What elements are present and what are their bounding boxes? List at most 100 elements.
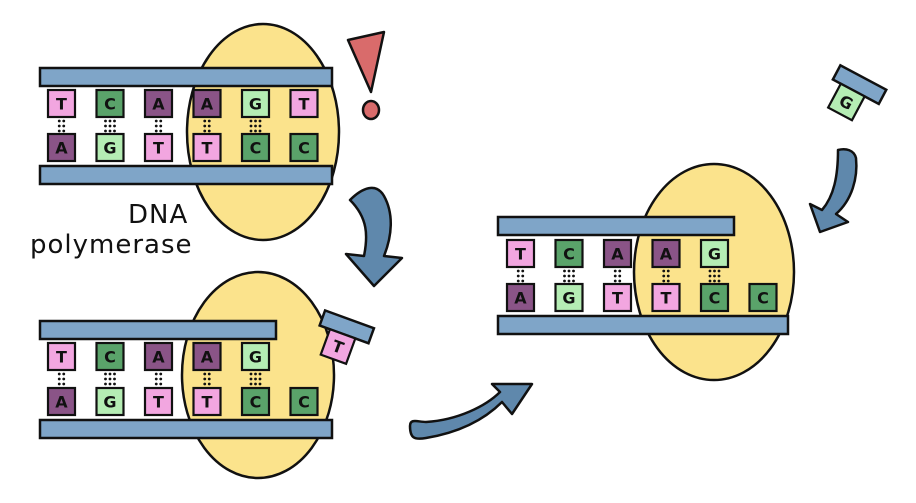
nucleotide-letter: T <box>202 139 213 158</box>
hydrogen-bond-dot <box>57 129 61 133</box>
nucleotide-box <box>826 82 867 122</box>
nucleotide-letter: C <box>563 245 575 264</box>
incoming-free-nucleotide: G <box>826 63 888 122</box>
base-pair-bond <box>154 119 163 133</box>
nucleotide-letter: C <box>709 289 721 308</box>
nucleotide-letter: A <box>201 348 214 367</box>
nucleotide-box <box>143 88 174 119</box>
hydrogen-bond-dot <box>104 119 107 123</box>
nucleotide-letter: C <box>104 348 116 367</box>
hydrogen-bond-dot <box>249 382 253 386</box>
nucleotide-letter: C <box>104 95 116 114</box>
nucleotide-box <box>748 282 778 313</box>
bottom-strand-nucleotide: T <box>192 386 222 417</box>
top-strand-nucleotide: A <box>143 341 174 372</box>
top-strand-nucleotide: G <box>240 341 271 372</box>
bottom-strand-nucleotide: C <box>289 386 319 417</box>
hydrogen-bond-dot <box>618 274 622 278</box>
base-pair-bond <box>613 269 622 283</box>
nucleotide-letter: A <box>611 245 624 264</box>
arrow-down-left-icon <box>808 148 858 234</box>
hydrogen-bond-dot <box>708 274 712 278</box>
hydrogen-bond-dot <box>104 377 107 381</box>
top-strand-nucleotide: G <box>699 238 730 269</box>
hydrogen-bond-dot <box>258 382 262 386</box>
top-strand-backbone <box>38 66 334 88</box>
hydrogen-bond-dot <box>254 119 257 123</box>
hydrogen-bond-dot <box>154 119 158 123</box>
nucleotide-box <box>95 341 125 372</box>
bottom-strand-nucleotide: G <box>95 386 125 417</box>
nucleotide-box <box>602 282 633 313</box>
hydrogen-bond-dot <box>572 274 575 278</box>
nucleotide-box <box>46 386 77 417</box>
hydrogen-bond-dot <box>254 372 257 376</box>
hydrogen-bond-dot <box>618 269 622 273</box>
hydrogen-bond-dot <box>57 119 61 123</box>
top-strand-nucleotide: T <box>46 341 77 372</box>
hydrogen-bond-dot <box>717 269 721 273</box>
hydrogen-bond-dot <box>563 274 566 278</box>
hydrogen-bond-dot <box>203 382 207 386</box>
hydrogen-bond-dot <box>258 377 262 381</box>
hydrogen-bond-dot <box>159 377 163 381</box>
hydrogen-bond-dot <box>207 124 211 128</box>
nucleotide-box <box>651 238 681 269</box>
hydrogen-bond-dot <box>159 124 163 128</box>
hydrogen-bond-dot <box>613 269 617 273</box>
nucleotide-box <box>46 132 77 163</box>
nucleotide-box <box>95 88 125 119</box>
nucleotide-letter: C <box>757 289 769 308</box>
nucleotide-box <box>505 282 536 313</box>
hydrogen-bond-dot <box>567 274 571 278</box>
hydrogen-bond-dot <box>563 269 566 273</box>
top-strand-nucleotide: C <box>95 88 125 119</box>
top-strand-nucleotide: C <box>95 341 125 372</box>
top-strand-nucleotide: T <box>289 88 319 119</box>
free-nucleotide-base: T <box>319 327 357 366</box>
nucleotide-letter: A <box>152 95 165 114</box>
hydrogen-bond-dot <box>113 377 116 381</box>
nucleotide-letter: T <box>299 95 310 114</box>
hydrogen-bond-dot <box>154 124 158 128</box>
nucleotide-letter: C <box>250 393 262 412</box>
top-strand-nucleotide: A <box>192 341 222 372</box>
nucleotide-box <box>240 386 271 417</box>
hydrogen-bond-dot <box>249 377 253 381</box>
nucleotide-letter: A <box>55 393 68 412</box>
hydrogen-bond-dot <box>104 382 107 386</box>
nucleotide-box <box>699 238 730 269</box>
nucleotide-letter: G <box>249 95 262 114</box>
top-strand-nucleotide: C <box>554 238 584 269</box>
nucleotide-box <box>46 88 77 119</box>
nucleotide-letter: G <box>249 348 262 367</box>
top-strand-backbone <box>496 215 736 237</box>
base-pair-bond <box>203 372 211 386</box>
nucleotide-letter: T <box>153 393 164 412</box>
nucleotide-letter: A <box>152 348 165 367</box>
exclamation-mark-icon <box>346 30 386 121</box>
base-pair-bond <box>708 269 721 283</box>
nucleotide-box <box>319 327 357 366</box>
bottom-strand-nucleotide: T <box>651 282 681 313</box>
top-strand-nucleotide: A <box>651 238 681 269</box>
base-pair-bond <box>104 119 116 133</box>
bottom-strand-backbone <box>38 164 334 186</box>
hydrogen-bond-dot <box>717 274 721 278</box>
hydrogen-bond-dot <box>159 382 163 386</box>
hydrogen-bond-dot <box>521 269 525 273</box>
hydrogen-bond-dot <box>572 269 575 273</box>
hydrogen-bond-dot <box>717 279 721 283</box>
hydrogen-bond-dot <box>249 119 253 123</box>
base-pair-bond <box>104 372 116 386</box>
bottom-strand-backbone <box>38 418 334 440</box>
hydrogen-bond-dot <box>203 119 207 123</box>
nucleotide-letter: G <box>103 393 116 412</box>
hydrogen-bond-dot <box>258 119 262 123</box>
exclamation-bar <box>346 30 386 94</box>
nucleotide-letter: G <box>103 139 116 158</box>
nucleotide-letter: T <box>612 289 623 308</box>
hydrogen-bond-dot <box>62 377 66 381</box>
